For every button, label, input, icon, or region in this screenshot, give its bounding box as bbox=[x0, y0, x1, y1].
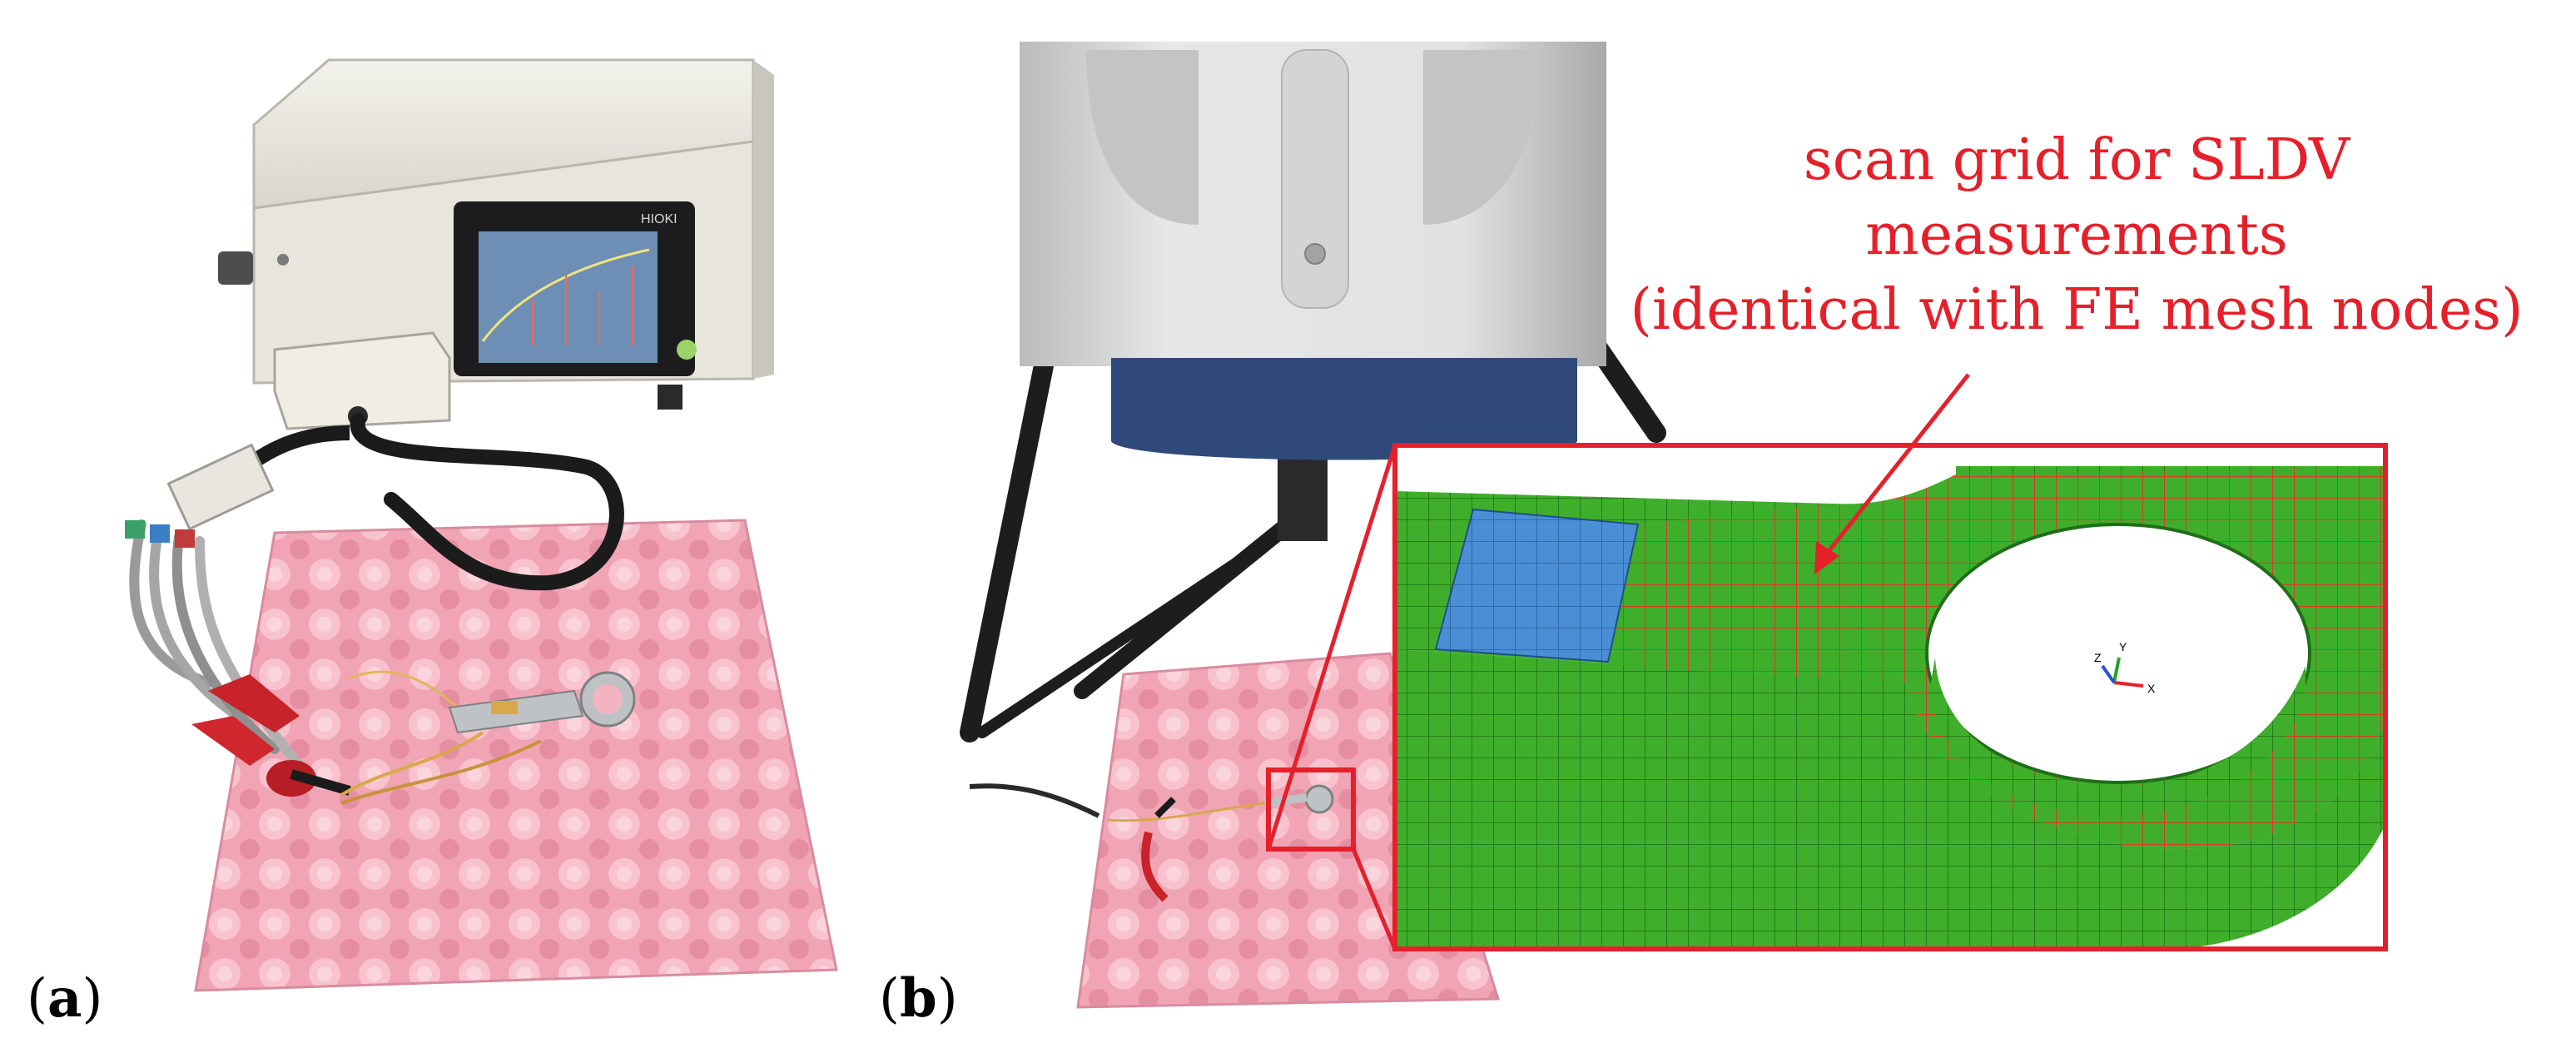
laser-vibrometer bbox=[1020, 42, 1606, 460]
annotation-line-1: scan grid for SLDV bbox=[1803, 127, 2350, 193]
analyzer-screen bbox=[479, 231, 658, 363]
impedance-analyzer: HIOKI bbox=[218, 58, 774, 430]
ring-hole bbox=[1925, 523, 2311, 784]
vibrometer-blue-band bbox=[1111, 358, 1577, 460]
axis-z-label: Z bbox=[2094, 651, 2102, 664]
axis-x-label: X bbox=[2147, 682, 2156, 695]
cable-connector bbox=[166, 443, 275, 531]
annotation-line-2: measurements bbox=[1865, 202, 2288, 268]
panel-b-open-paren: ( bbox=[879, 968, 900, 1030]
zoom-inset-frame bbox=[1392, 443, 2388, 951]
tripod bbox=[960, 290, 1666, 743]
panel-a-photo: HIOKI bbox=[125, 58, 838, 992]
panel-a-close-paren: ) bbox=[82, 968, 103, 1030]
specimen-a bbox=[448, 671, 636, 734]
panel-label-a: (a) bbox=[27, 972, 102, 1026]
piezo-patch bbox=[1434, 508, 1640, 663]
test-fixture bbox=[273, 331, 451, 430]
panel-b-close-paren: ) bbox=[936, 968, 958, 1030]
scan-grid-annotation: scan grid for SLDV measurements (identic… bbox=[1598, 123, 2555, 348]
panel-a-open-paren: ( bbox=[27, 968, 47, 1030]
panel-b-letter: b bbox=[899, 967, 937, 1030]
fe-mesh-inset: X Y Z bbox=[1392, 443, 2388, 951]
zoom-source-box bbox=[1266, 767, 1356, 852]
axis-y-label: Y bbox=[2119, 640, 2127, 653]
specimen-b bbox=[1304, 784, 1334, 814]
device-brand: HIOKI bbox=[641, 212, 678, 226]
foam-pad-a bbox=[194, 519, 838, 992]
axis-triad: X Y Z bbox=[2094, 640, 2156, 695]
panel-b-photo: X Y Z bbox=[960, 42, 2388, 1009]
annotation-line-3: (identical with FE mesh nodes) bbox=[1630, 277, 2524, 343]
red-clips bbox=[191, 674, 351, 797]
panel-a-letter: a bbox=[47, 967, 82, 1030]
panel-label-b: (b) bbox=[879, 972, 958, 1026]
black-cable-a bbox=[350, 413, 624, 591]
annotation-arrow bbox=[1814, 373, 1970, 574]
